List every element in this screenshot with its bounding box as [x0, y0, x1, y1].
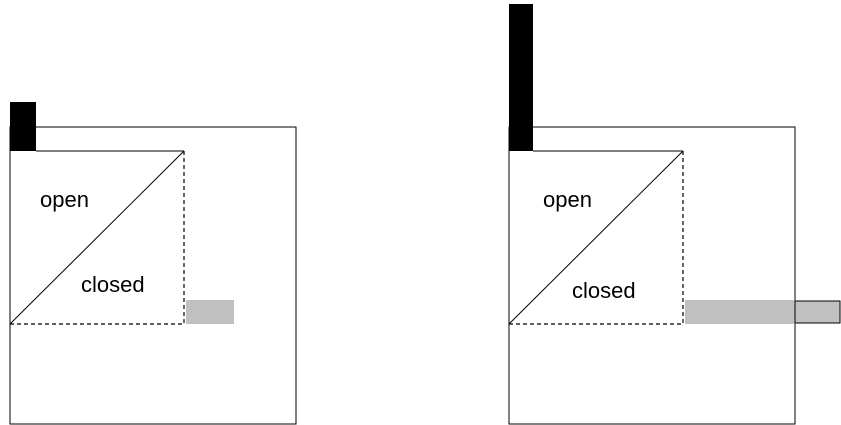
left-black-post	[10, 102, 36, 151]
right-label-open: open	[543, 187, 592, 212]
left-diagram: open closed	[9, 102, 297, 425]
left-outer-box	[9, 126, 297, 425]
left-triangle-diagonal	[9, 150, 185, 325]
right-outer-box	[508, 126, 796, 425]
right-triangle-diagonal	[508, 150, 684, 325]
left-gray-bar	[186, 300, 234, 324]
right-black-post	[509, 4, 533, 151]
left-label-open: open	[40, 187, 89, 212]
right-diagram: open closed	[508, 4, 841, 425]
right-gray-bar-inner	[685, 300, 795, 324]
right-label-closed: closed	[572, 278, 636, 303]
right-gray-bar-outer	[794, 300, 841, 324]
left-label-closed: closed	[81, 272, 145, 297]
